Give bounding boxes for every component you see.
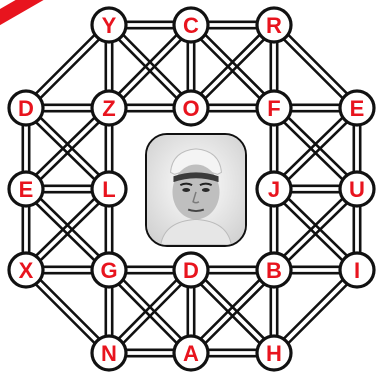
- node-letter: D: [183, 258, 199, 283]
- node-letter: H: [266, 341, 282, 366]
- letter-node-top-2[interactable]: C: [174, 8, 208, 42]
- node-letter: C: [183, 13, 199, 38]
- letter-node-bottom-2[interactable]: A: [174, 336, 208, 370]
- node-letter: D: [18, 96, 34, 121]
- portrait-photo-icon: [145, 133, 247, 247]
- letter-node-row4-right[interactable]: I: [340, 253, 374, 287]
- node-letter: A: [183, 341, 199, 366]
- letter-node-top-3[interactable]: R: [257, 8, 291, 42]
- letter-node-row2-left[interactable]: D: [9, 91, 43, 125]
- letter-node-row3-right[interactable]: U: [340, 172, 374, 206]
- node-letter: Z: [102, 96, 115, 121]
- letter-node-row3-inner-right[interactable]: J: [257, 172, 291, 206]
- node-letter: U: [349, 177, 365, 202]
- node-letter: B: [266, 258, 282, 283]
- node-letter: F: [267, 96, 280, 121]
- letter-node-top-1[interactable]: Y: [92, 8, 126, 42]
- letter-node-row3-left[interactable]: E: [9, 172, 43, 206]
- letter-node-row2-inner-1[interactable]: Z: [92, 91, 126, 125]
- letter-node-row4-inner-2[interactable]: D: [174, 253, 208, 287]
- letter-node-row2-inner-2[interactable]: O: [174, 91, 208, 125]
- node-letter: N: [101, 341, 117, 366]
- letter-node-bottom-1[interactable]: N: [92, 336, 126, 370]
- node-letter: X: [19, 258, 34, 283]
- letter-node-row4-inner-3[interactable]: B: [257, 253, 291, 287]
- node-letter: O: [182, 96, 199, 121]
- letter-node-bottom-3[interactable]: H: [257, 336, 291, 370]
- letter-node-row4-inner-1[interactable]: G: [92, 253, 126, 287]
- node-letter: I: [354, 258, 360, 283]
- node-letter: Y: [102, 13, 117, 38]
- node-letter: E: [350, 96, 365, 121]
- node-letter: R: [266, 13, 282, 38]
- node-letter: L: [102, 177, 115, 202]
- letter-node-row3-inner-left[interactable]: L: [92, 172, 126, 206]
- letter-node-row4-left[interactable]: X: [9, 253, 43, 287]
- node-letter: G: [100, 258, 117, 283]
- letter-node-row2-inner-3[interactable]: F: [257, 91, 291, 125]
- node-letter: E: [19, 177, 34, 202]
- letter-node-row2-right[interactable]: E: [340, 91, 374, 125]
- node-letter: J: [268, 177, 280, 202]
